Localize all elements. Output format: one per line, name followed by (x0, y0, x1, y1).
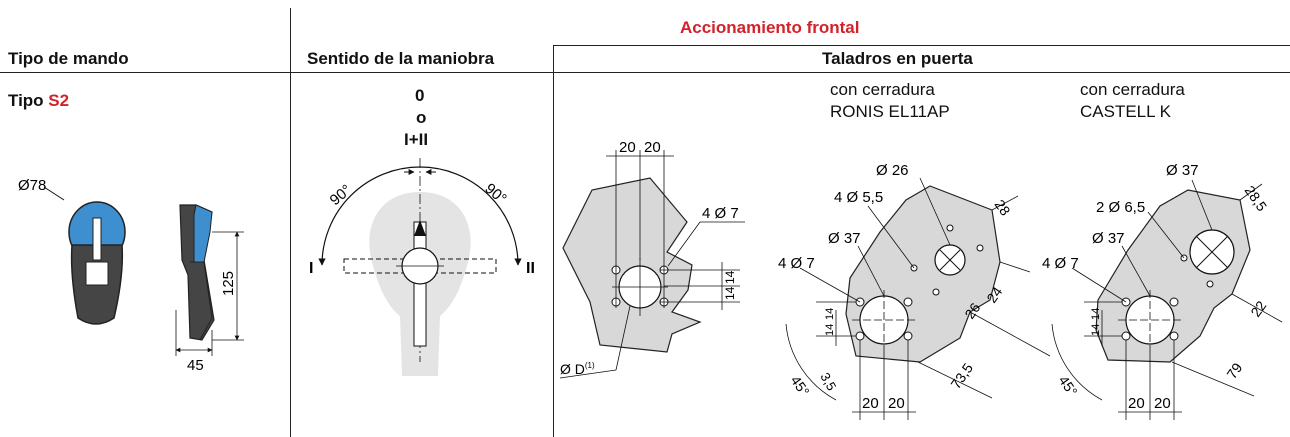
castell-bottom-a: 20 (1128, 395, 1145, 412)
ronis-d-lock: Ø 26 (876, 162, 909, 179)
divider-col1 (290, 8, 291, 437)
ronis-title-line2: RONIS EL11AP (830, 102, 950, 121)
header-tipo-de-mando: Tipo de mando (8, 49, 129, 68)
position-i-ii: I+II (404, 130, 429, 149)
ronis-holes-main: 4 Ø 7 (778, 255, 815, 272)
divider-col2 (553, 45, 554, 437)
ronis-side-b: 14 (824, 324, 836, 336)
drill-plain-holes: 4 Ø 7 (702, 205, 739, 222)
drill-plain-plate (559, 150, 745, 379)
handle-diameter-label: Ø78 (18, 177, 46, 194)
castell-bottom-b: 20 (1154, 395, 1171, 412)
angle-left-label: 90° (327, 181, 355, 209)
drill-plain-hole-d: Ø D(1) (560, 361, 595, 377)
ronis-title-line1: con cerradura (830, 80, 935, 99)
castell-dim-22: 22 (1247, 298, 1269, 320)
ronis-dim-735: 73,5 (947, 360, 976, 392)
group-rule (553, 45, 1290, 46)
handle-side-view (175, 204, 244, 356)
drill-plain-side-b: 14 (723, 286, 737, 300)
castell-dim-79: 79 (1223, 360, 1245, 382)
ronis-bottom-a: 20 (862, 395, 879, 412)
handle-width-label: 45 (187, 357, 204, 374)
castell-d-lock: Ø 37 (1166, 162, 1199, 179)
handle-front-view (43, 186, 126, 325)
castell-angle: 45° (1056, 373, 1081, 400)
castell-holes-main: 4 Ø 7 (1042, 255, 1079, 272)
handle-height-label: 125 (220, 271, 237, 296)
drill-plain-top-b: 20 (644, 139, 661, 156)
position-ii-label: II (526, 260, 535, 277)
position-0: 0 (415, 86, 425, 105)
castell-side-a: 14 (1090, 308, 1102, 320)
tipo-prefix: Tipo (8, 91, 49, 110)
ronis-bottom-b: 20 (888, 395, 905, 412)
ronis-holes-lock: 4 Ø 5,5 (834, 189, 883, 206)
drill-plain-side-a: 14 (723, 270, 737, 284)
header-taladros-puerta: Taladros en puerta (822, 49, 973, 68)
drill-plain-hole-d-label: Ø D (560, 361, 585, 377)
ronis-d-main: Ø 37 (828, 230, 861, 247)
ronis-side-a: 14 (824, 308, 836, 320)
ronis-angle: 45° (788, 373, 813, 400)
rotation-diagram (318, 158, 522, 376)
castell-title-line2: CASTELL K (1080, 102, 1172, 121)
castell-dim-285: 28,5 (1242, 183, 1271, 215)
castell-holes-lock: 2 Ø 6,5 (1096, 199, 1145, 216)
tipo-code: S2 (48, 91, 70, 110)
position-i-label: I (309, 260, 313, 277)
header-sentido-maniobra: Sentido de la maniobra (307, 49, 495, 68)
ronis-plate (785, 177, 1051, 420)
angle-right-label: 90° (481, 180, 509, 208)
castell-d-main: Ø 37 (1092, 230, 1125, 247)
castell-plate (1051, 179, 1283, 420)
castell-title-line1: con cerradura (1080, 80, 1185, 99)
tipo-label: Tipo S2 (8, 91, 69, 111)
header-rule (0, 72, 1290, 73)
group-title: Accionamiento frontal (680, 18, 860, 37)
position-or: o (416, 108, 427, 127)
castell-side-b: 14 (1090, 324, 1102, 336)
drill-plain-hole-d-note: (1) (585, 361, 595, 370)
drill-plain-top-a: 20 (619, 139, 636, 156)
